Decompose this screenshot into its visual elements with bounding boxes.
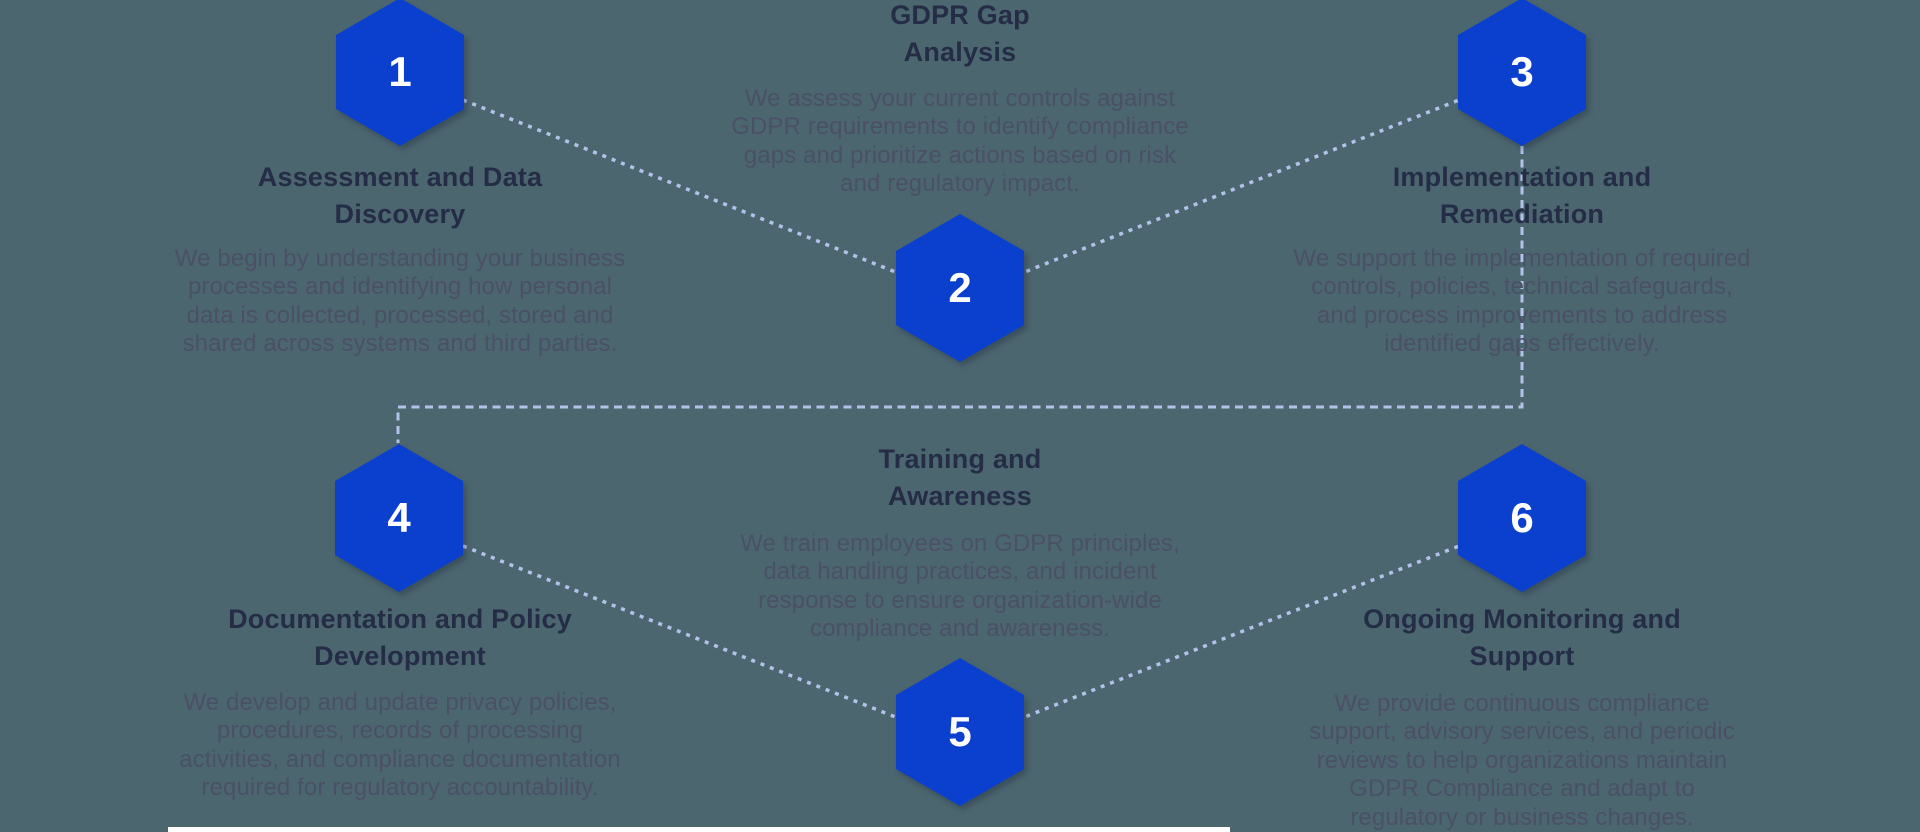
- step-2-number: 2: [948, 264, 972, 311]
- bottom-page-edge: [168, 827, 1230, 832]
- step-6-number: 6: [1510, 494, 1534, 541]
- step-3-number: 3: [1510, 48, 1534, 95]
- step-5-description: We train employees on GDPR principles,da…: [740, 530, 1180, 643]
- step-3-description: We support the implementation of require…: [1293, 245, 1751, 358]
- hexagon-shape: 6: [1458, 444, 1586, 592]
- step-1-number: 1: [388, 48, 412, 95]
- step-4-number: 4: [387, 494, 411, 541]
- step-4-description: We develop and update privacy policies,p…: [179, 689, 621, 802]
- step-5-number: 5: [948, 708, 972, 755]
- hexagon-shape: 5: [896, 658, 1024, 806]
